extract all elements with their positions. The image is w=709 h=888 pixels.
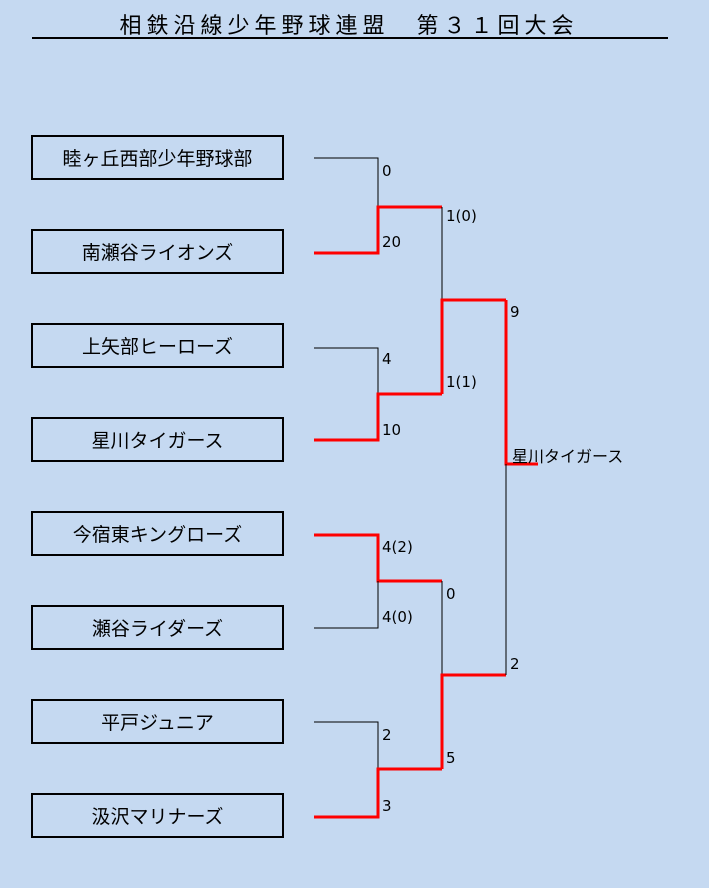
bracket-line-final-winner — [504, 300, 538, 466]
score-r1-team-7: 2 — [382, 726, 392, 744]
score-r1-team-3: 4 — [382, 350, 392, 368]
score-r1-team-4: 10 — [382, 421, 402, 439]
score-r1-team-2: 20 — [382, 233, 402, 251]
score-final-top: 9 — [510, 303, 520, 321]
team-box-5[interactable]: 今宿東キングローズ — [31, 511, 284, 556]
champion-label: 星川タイガース — [512, 447, 624, 466]
bracket-line-team-2-winner — [314, 205, 442, 255]
team-box-4[interactable]: 星川タイガース — [31, 417, 284, 462]
score-r1-team-5: 4(2) — [382, 538, 413, 556]
team-box-7[interactable]: 平戸ジュニア — [31, 699, 284, 744]
bracket-line-team-7 — [314, 721, 379, 769]
bracket-line-team-4-winner — [314, 392, 442, 442]
bracket-line-team-5-winner — [314, 533, 442, 583]
score-r1-team-8: 3 — [382, 797, 392, 815]
score-r2-semi-2-bottom: 5 — [446, 749, 456, 767]
score-r1-team-6: 4(0) — [382, 608, 413, 626]
score-r2-semi-1-bottom: 1(1) — [446, 373, 477, 391]
team-box-1[interactable]: 睦ヶ丘西部少年野球部 — [31, 135, 284, 180]
bracket-line-team-1 — [314, 157, 379, 207]
team-box-3[interactable]: 上矢部ヒーローズ — [31, 323, 284, 368]
score-r2-semi-2-top: 0 — [446, 585, 456, 603]
bracket-line-team-8-winner — [314, 767, 442, 819]
bracket-line-team-6 — [314, 581, 379, 629]
team-box-6[interactable]: 瀬谷ライダーズ — [31, 605, 284, 650]
bracket-line-semi-1-winner — [440, 298, 506, 394]
score-r1-team-1: 0 — [382, 162, 392, 180]
team-box-8[interactable]: 汲沢マリナーズ — [31, 793, 284, 838]
bracket-line-semi-2-winner — [440, 673, 506, 769]
team-box-2[interactable]: 南瀬谷ライオンズ — [31, 229, 284, 274]
score-r2-semi-1-top: 1(0) — [446, 207, 477, 225]
score-final-bottom: 2 — [510, 655, 520, 673]
page-title: 相鉄沿線少年野球連盟 第３１回大会 — [119, 14, 579, 39]
bracket-line-team-3 — [314, 347, 379, 394]
title-underline — [32, 37, 668, 39]
